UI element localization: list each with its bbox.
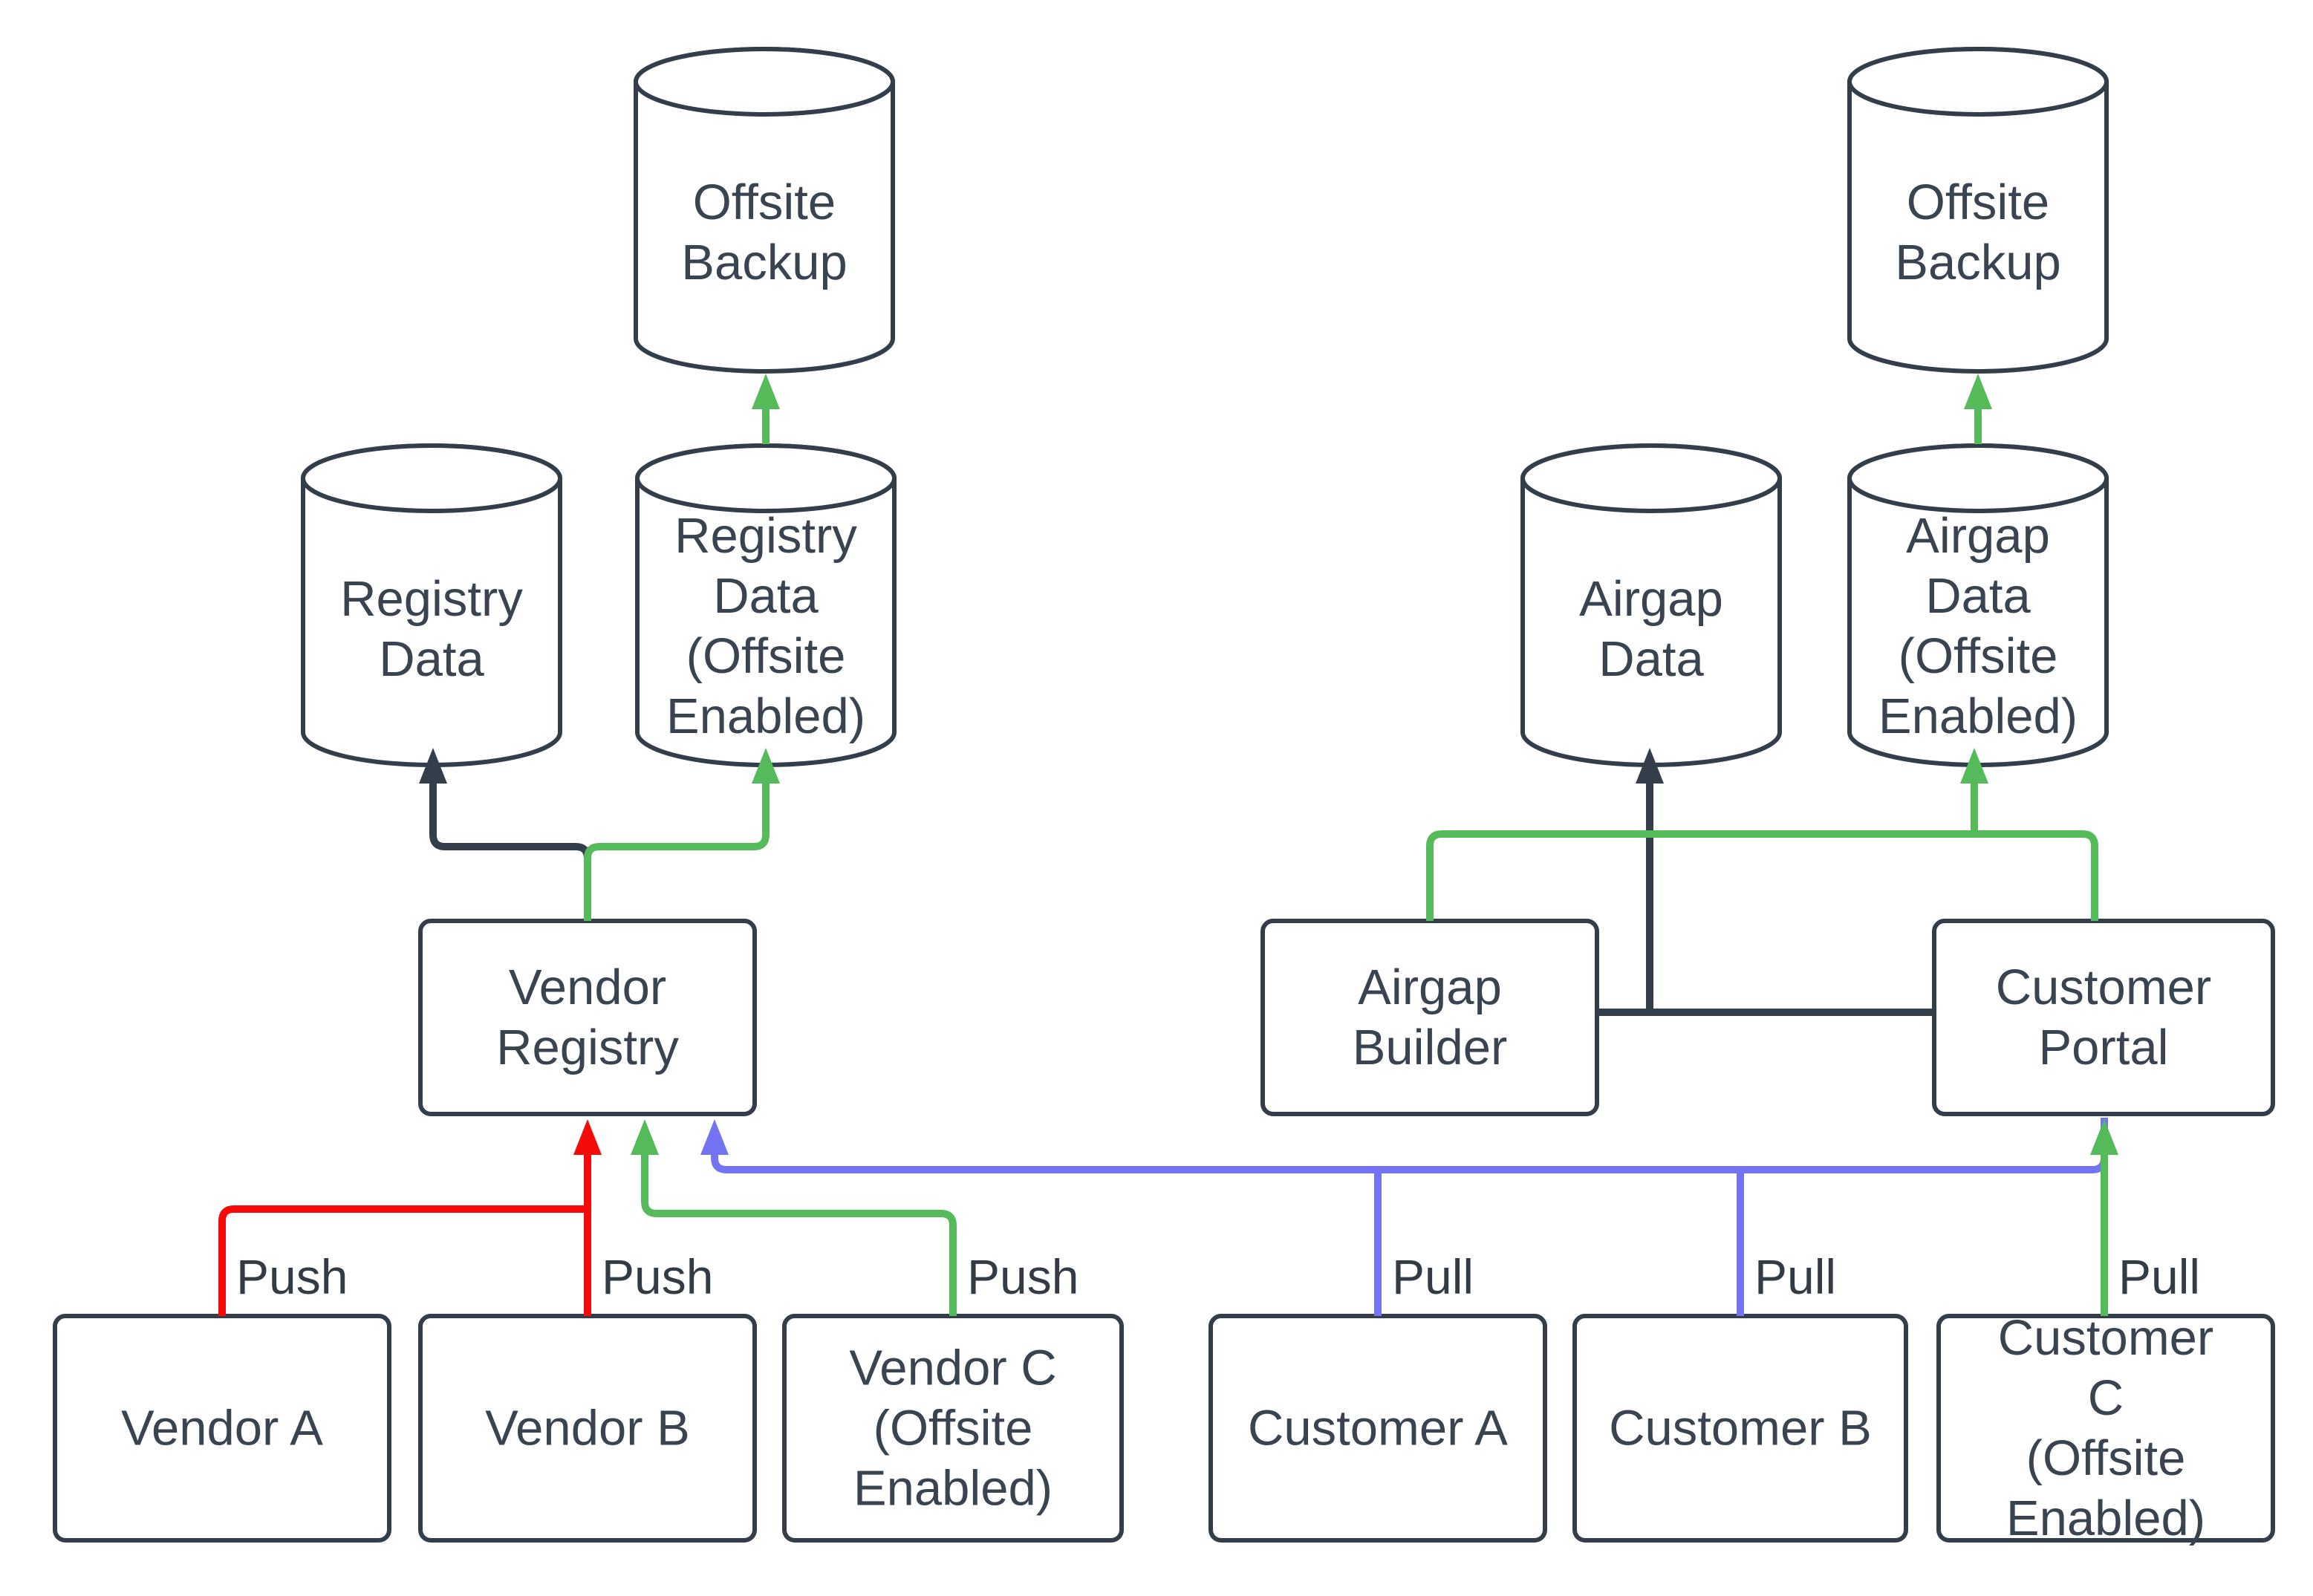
label-vendor-b: Vendor B (485, 1400, 690, 1456)
database-offsite-backup-left-top (634, 47, 895, 117)
edge-layer (218, 374, 2118, 1316)
edge-vendor-registry-to-registry-data (419, 748, 591, 921)
database-airgap-data-offsite-top (1847, 443, 2109, 513)
edge-customer-portal-to-vendor-registry (700, 1118, 2108, 1173)
label-customer-a: Customer A (1247, 1400, 1509, 1456)
label-offsite-backup-left: Offsite Backup (681, 174, 848, 290)
shape-layer (53, 47, 2275, 1543)
box-customer-portal (1932, 919, 2275, 1116)
edge-builder-portal-green-bus (1426, 830, 2098, 921)
label-customer-portal: Customer Portal (1995, 959, 2212, 1075)
label-offsite-backup-right: Offsite Backup (1895, 174, 2061, 290)
edge-label-push-vendor-a: Push (236, 1249, 348, 1304)
edge-label-pull-customer-a: Pull (1392, 1249, 1474, 1304)
label-airgap-builder: Airgap Builder (1352, 959, 1508, 1075)
label-vendor-a: Vendor A (121, 1400, 323, 1456)
database-offsite-backup-right-top (1847, 47, 2109, 117)
edge-label-push-vendor-c: Push (967, 1249, 1079, 1304)
edge-label-pull-customer-c: Pull (2118, 1249, 2201, 1304)
edge-vendor-a-push (218, 1205, 588, 1316)
database-registry-data-offsite-top (635, 443, 897, 513)
edge-label-push-vendor-b: Push (602, 1249, 714, 1304)
label-customer-c: Customer C (Offsite Enabled) (1997, 1309, 2214, 1547)
edge-vendor-registry-to-registry-data-offsite (584, 748, 780, 921)
edge-label-pull-customer-b: Pull (1754, 1249, 1837, 1304)
database-registry-data-top (301, 443, 562, 513)
label-registry-data: Registry Data (340, 570, 523, 687)
label-vendor-c: Vendor C (Offsite Enabled) (849, 1340, 1057, 1517)
label-vendor-registry: Vendor Registry (496, 959, 679, 1075)
label-airgap-data: Airgap Data (1579, 570, 1723, 687)
label-customer-b: Customer B (1609, 1400, 1872, 1456)
database-airgap-data-top (1520, 443, 1782, 513)
edge-vendor-c-push (631, 1119, 957, 1316)
label-airgap-data-offsite: Airgap Data (Offsite Enabled) (1878, 507, 2078, 745)
label-registry-data-offsite: Registry Data (Offsite Enabled) (666, 507, 866, 745)
